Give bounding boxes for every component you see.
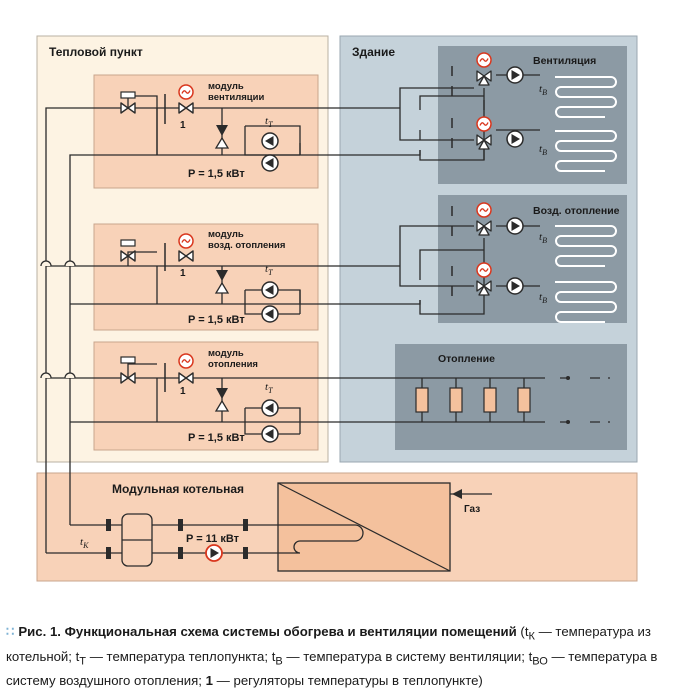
module-heating-piping	[110, 363, 610, 435]
regulator-1-label: 1	[180, 120, 186, 131]
caption-title: Функциональная схема системы обогрева и …	[64, 624, 517, 639]
caption-sub-k: К	[528, 630, 535, 643]
module-heating-label-1: модуль	[208, 348, 244, 359]
caption-bullet-icon: ∷	[6, 624, 15, 639]
caption-prefix: Рис. 1.	[18, 624, 61, 639]
figure-caption: ∷Рис. 1. Функциональная схема системы об…	[6, 622, 670, 690]
module-ventilation-label-2: вентиляции	[208, 92, 264, 103]
tk-label: tК	[80, 536, 89, 550]
tv-label-3: tВ	[539, 231, 547, 245]
module-ventilation-label-1: модуль	[208, 81, 244, 92]
zone-heating	[395, 344, 627, 450]
zone-heating-label: Отопление	[438, 353, 495, 365]
regulator-3-label: 1	[180, 386, 186, 397]
tv-label-4: tВ	[539, 291, 547, 305]
module-air-heating-label-2: возд. отопления	[208, 240, 285, 251]
caption-body-4: — температура в систему вентиляции; t	[282, 648, 533, 664]
heating-ventilation-diagram: Тепловой пункт Здание Вентиляция Возд. о…	[36, 35, 638, 582]
caption-body-3: — температура теплопункта; t	[86, 648, 276, 664]
module-heating-components: 1 tТ P = 1,5 кВт	[120, 353, 279, 444]
heating-zone-radiators	[415, 387, 531, 413]
boiler-power: P = 11 кВт	[186, 533, 240, 545]
zone-air-heating-label: Возд. отопление	[533, 205, 620, 217]
caption-sub-vo: ВО	[532, 655, 548, 668]
module-heating-power: P = 1,5 кВт	[188, 432, 245, 444]
building-title: Здание	[352, 45, 395, 59]
gas-label: Газ	[464, 504, 480, 515]
module-air-heating-piping	[110, 225, 540, 315]
module-ventilation-components: 1 tТ P = 1,5 кВт	[120, 84, 279, 180]
tt-label-1: tТ	[265, 115, 273, 129]
caption-body-6: — регуляторы температуры в теплопункте)	[212, 673, 483, 689]
module-heating-label-2: отопления	[208, 359, 258, 370]
caption-num: 1	[205, 673, 213, 689]
air-heating-zone-components: tВ tВ	[451, 202, 617, 323]
module-air-heating	[93, 223, 319, 331]
tv-label-1: tВ	[539, 83, 547, 97]
caption-body-5: — температура в систему воздушного отопл…	[6, 648, 658, 689]
caption-body-1: (t	[516, 624, 529, 639]
heat-point-title: Тепловой пункт	[49, 45, 143, 59]
tt-label-2: tТ	[265, 263, 273, 277]
caption-body-2: — температура из котельной; t	[6, 624, 651, 664]
caption-sub-v: В	[275, 655, 283, 668]
module-air-heating-power: P = 1,5 кВт	[188, 314, 245, 326]
ventilation-zone-components: tВ tВ	[451, 52, 617, 172]
module-air-heating-components: 1 tТ P = 1,5 кВт	[120, 233, 279, 326]
module-ventilation-power: P = 1,5 кВт	[188, 168, 245, 180]
boiler-title: Модульная котельная	[112, 482, 244, 496]
regulator-2-label: 1	[180, 268, 186, 279]
supply-return-trunks	[45, 107, 110, 554]
module-air-heating-label-1: модуль	[208, 229, 244, 240]
zone-ventilation-label: Вентиляция	[533, 55, 596, 67]
boiler-room-components: Газ P = 11 кВт tК	[80, 482, 492, 572]
caption-sub-t: Т	[79, 655, 87, 668]
tv-label-2: tВ	[539, 143, 547, 157]
tt-label-3: tТ	[265, 381, 273, 395]
